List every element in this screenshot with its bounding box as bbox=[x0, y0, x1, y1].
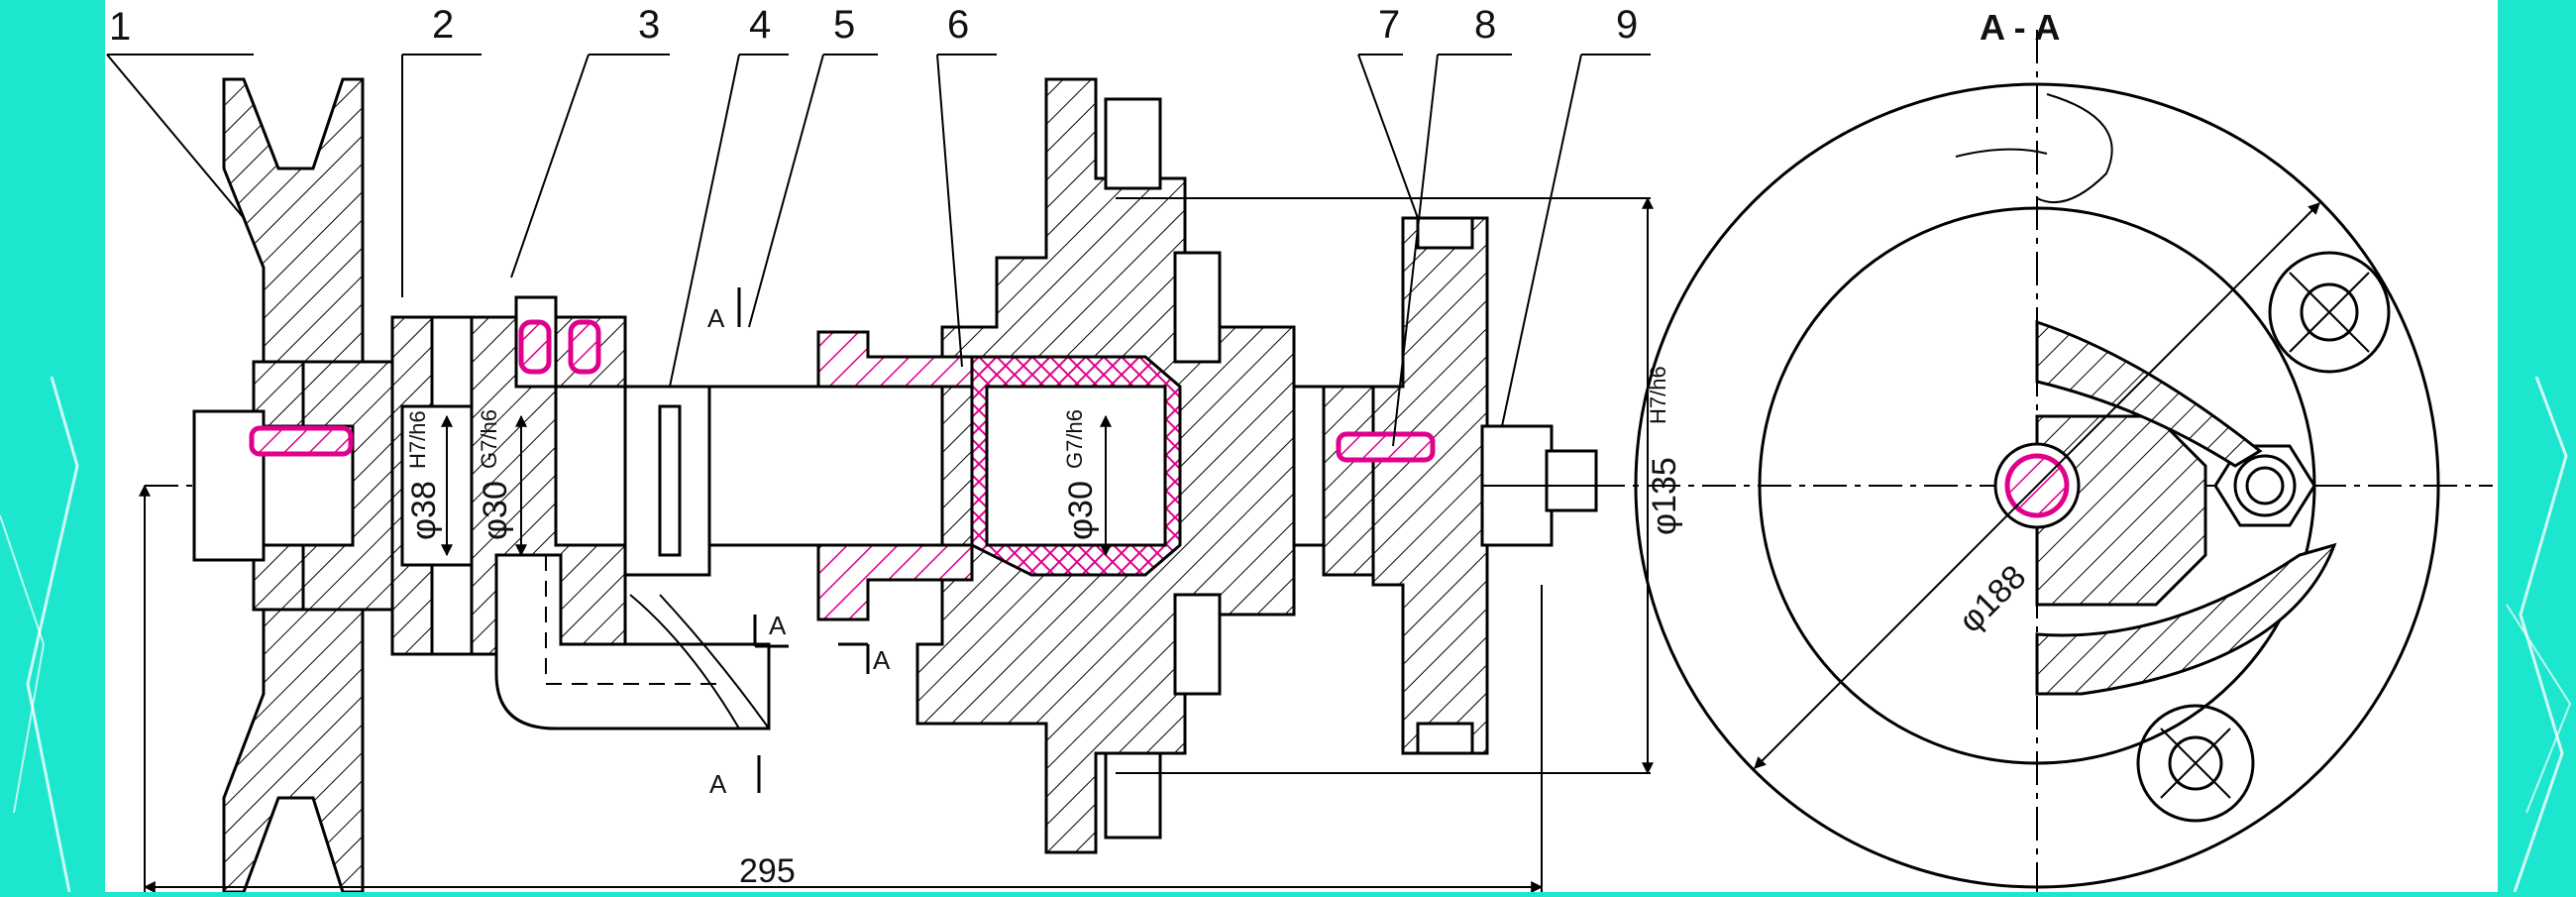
dimension-phi-38: φ38 bbox=[405, 481, 443, 540]
part-number-3: 3 bbox=[638, 3, 660, 47]
part-number-2: 2 bbox=[432, 3, 454, 47]
dimension-phi-30-right-tolerance: G7/h6 bbox=[1062, 409, 1087, 469]
section-mark-bottom: A bbox=[709, 769, 727, 799]
outer-circle bbox=[1634, 82, 2440, 889]
dimension-phi-135: φ135 bbox=[1646, 457, 1683, 535]
part-number-1: 1 bbox=[109, 5, 131, 49]
part-number-8: 8 bbox=[1474, 3, 1496, 47]
dimension-phi-135-tolerance: H7/h6 bbox=[1646, 366, 1670, 424]
section-mark-top: A bbox=[707, 303, 725, 333]
nut-right bbox=[1480, 424, 1598, 547]
engineering-drawing: 295 φ135 H7/h6 φ38 H7/h6 φ30 G7/h6 φ30 G… bbox=[106, 3, 2493, 894]
key-right bbox=[1336, 431, 1436, 463]
part-number-6: 6 bbox=[947, 3, 969, 47]
part-number-9: 9 bbox=[1616, 3, 1638, 47]
section-mark-mid-right: A bbox=[873, 645, 891, 675]
dimension-phi-30-left-tolerance: G7/h6 bbox=[477, 409, 501, 469]
key-left bbox=[249, 425, 354, 457]
sleeve-red bbox=[816, 330, 974, 621]
dimension-295: 295 bbox=[739, 852, 796, 890]
bushing-left bbox=[390, 315, 508, 656]
part-number-5: 5 bbox=[833, 3, 855, 47]
collar bbox=[623, 385, 711, 577]
section-title: A - A bbox=[1980, 7, 2060, 48]
lower-arm bbox=[494, 553, 771, 730]
bush-insert bbox=[970, 355, 1182, 577]
drawing-sheet: 295 φ135 H7/h6 φ38 H7/h6 φ30 G7/h6 φ30 G… bbox=[105, 0, 2498, 894]
dimension-phi-30-left: φ30 bbox=[477, 481, 514, 540]
dimension-phi-38-tolerance: H7/h6 bbox=[405, 410, 430, 469]
part-number-7: 7 bbox=[1378, 3, 1400, 47]
section-mark-mid-left: A bbox=[769, 611, 787, 640]
dimension-phi-30-right: φ30 bbox=[1062, 481, 1100, 540]
right-flange bbox=[1322, 216, 1489, 755]
dimension-phi-188: φ188 bbox=[1952, 558, 2034, 640]
part-number-4: 4 bbox=[749, 3, 771, 47]
